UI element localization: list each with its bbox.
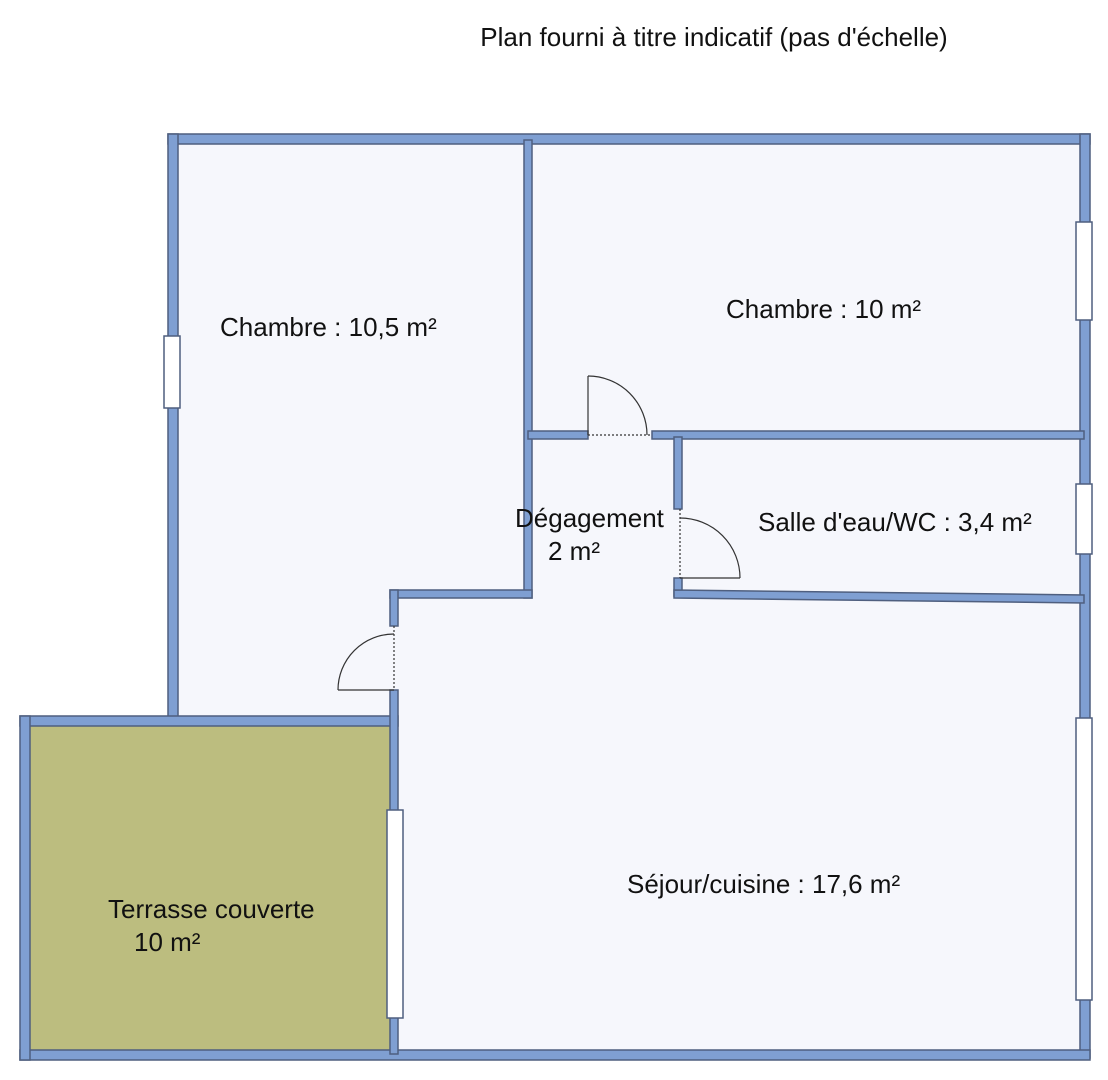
wall-chambre2-bottom-b [651,430,1085,440]
label-degagement-area: 2 m² [548,536,600,566]
label-degagement: Dégagement [515,503,665,533]
window-chambre1 [163,335,181,409]
label-terrasse-area: 10 m² [134,927,201,957]
wall-step-horizontal [389,589,533,599]
wall-terrace-left [19,715,31,1061]
label-terrasse: Terrasse couverte [108,894,315,924]
label-chambre2: Chambre : 10 m² [726,294,921,324]
label-salle-eau: Salle d'eau/WC : 3,4 m² [758,507,1032,537]
door-chambre1 [337,626,395,691]
wall-sde-bottom [673,589,1085,604]
windows [163,221,1093,1019]
plan-caption: Plan fourni à titre indicatif (pas d'éch… [480,22,948,52]
window-salle-eau [1075,483,1093,555]
wall-step-vertical-a [389,589,399,627]
walls [19,133,1091,1061]
window-sejour [1075,717,1093,1001]
wall-bottom [19,1049,1091,1061]
wall-sde-left [673,436,683,510]
wall-chambre2-bottom-a [527,430,589,440]
wall-top [167,133,1091,145]
wall-left-upper [167,133,179,725]
door-salle-eau [679,509,741,579]
wall-terrace-top [19,715,399,727]
terrace-floor [24,720,396,1055]
window-terrace-bay [386,809,404,1019]
doors [337,375,741,691]
label-sejour: Séjour/cuisine : 17,6 m² [627,869,900,899]
door-chambre2 [587,375,652,436]
label-chambre1: Chambre : 10,5 m² [220,312,437,342]
window-chambre2 [1075,221,1093,321]
